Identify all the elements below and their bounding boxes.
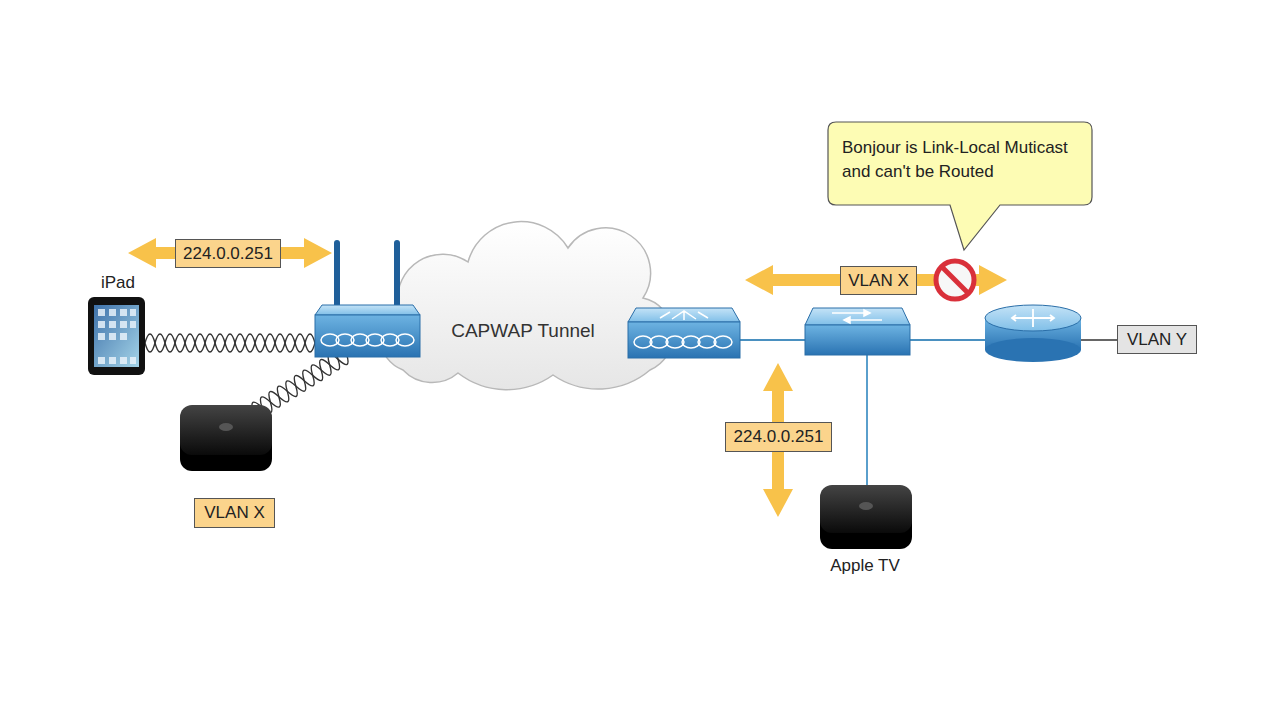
node-text: VLAN Y bbox=[1127, 329, 1187, 351]
device-name: iPad bbox=[58, 272, 178, 294]
switch-icon-part-part bbox=[832, 312, 866, 314]
ipad-icon-part-part bbox=[98, 309, 105, 316]
vlan-label: VLAN Y bbox=[1117, 325, 1197, 354]
multicast-arrow-part bbox=[128, 238, 332, 268]
controller-icon-part-part bbox=[660, 311, 708, 320]
switch-icon-part bbox=[805, 308, 910, 325]
ethernet-wire-part bbox=[740, 339, 805, 341]
address-label: 224.0.0.251 bbox=[175, 239, 281, 268]
wireless-link-part bbox=[145, 334, 315, 352]
switch-icon-part bbox=[832, 310, 882, 323]
access-point-icon-part-part bbox=[396, 334, 414, 346]
access-point-icon-part bbox=[394, 240, 400, 312]
ipad-icon-part-part bbox=[120, 309, 127, 316]
ipad-icon-part bbox=[98, 309, 136, 364]
ethernet-wire-part bbox=[910, 339, 985, 341]
wireless-link-part bbox=[145, 334, 315, 352]
switch-icon-part-part bbox=[844, 317, 850, 323]
switch-icon-part-part bbox=[848, 319, 882, 321]
apple-tv-icon bbox=[180, 405, 272, 471]
node-text: Bonjour is Link-Local Muticast and can't… bbox=[842, 136, 1088, 184]
device-name: Apple TV bbox=[795, 555, 935, 577]
controller-icon bbox=[628, 308, 740, 358]
controller-icon-part bbox=[628, 322, 740, 358]
router-icon bbox=[985, 305, 1081, 362]
ipad-icon-part-part bbox=[109, 357, 116, 364]
callout-outline bbox=[828, 122, 1092, 250]
blocked-symbol bbox=[936, 261, 974, 299]
apple-tv-icon-part bbox=[219, 423, 233, 431]
vlan-label: VLAN X bbox=[194, 498, 275, 528]
cloud-outline bbox=[380, 222, 673, 390]
node-text: VLAN X bbox=[204, 502, 264, 524]
ipad-icon-part-part bbox=[98, 321, 105, 328]
apple-tv-icon bbox=[820, 485, 912, 549]
router-icon-part bbox=[985, 305, 1081, 331]
apple-tv-icon-part bbox=[180, 405, 272, 455]
ipad-icon-part-part bbox=[98, 357, 105, 364]
ipad-icon-part-part bbox=[120, 333, 127, 340]
ipad-icon-part-part bbox=[120, 357, 127, 364]
router-icon-part-part bbox=[1012, 309, 1054, 327]
ipad-icon-part bbox=[94, 305, 139, 367]
controller-icon-part bbox=[628, 308, 740, 322]
blocked-symbol-part bbox=[936, 261, 974, 299]
controller-icon-part bbox=[634, 311, 732, 348]
ethernet-wire bbox=[740, 340, 1117, 488]
router-icon-part-part bbox=[1012, 315, 1054, 321]
ipad-icon-part-part bbox=[130, 357, 136, 364]
ipad-icon-part-part bbox=[98, 333, 105, 340]
callout-note: Bonjour is Link-Local Muticast and can't… bbox=[828, 122, 1092, 205]
apple-tv-icon-part bbox=[859, 502, 873, 510]
ipad-icon-part-part bbox=[109, 321, 116, 328]
apple-tv-icon-part bbox=[820, 485, 912, 533]
blocked-symbol-part bbox=[942, 267, 968, 293]
switch-icon bbox=[805, 308, 910, 355]
node-text: 224.0.0.251 bbox=[734, 426, 824, 448]
address-label: 224.0.0.251 bbox=[725, 422, 832, 452]
switch-icon-part bbox=[805, 325, 910, 355]
ipad-icon-part-part bbox=[130, 309, 136, 316]
ethernet-wire-part bbox=[1081, 339, 1117, 341]
ipad-icon bbox=[88, 297, 145, 375]
router-icon-part bbox=[985, 338, 1081, 362]
controller-icon-part-part bbox=[714, 336, 732, 348]
ipad-icon-part bbox=[88, 297, 145, 375]
switch-icon-part-part bbox=[864, 310, 870, 316]
access-point-icon-part bbox=[321, 334, 414, 346]
vlan-label: VLAN X bbox=[840, 266, 917, 295]
ethernet-wire-part bbox=[866, 355, 868, 488]
node-text: VLAN X bbox=[848, 270, 908, 292]
access-point-icon-part bbox=[315, 315, 420, 357]
access-point-icon-part bbox=[315, 305, 420, 315]
ipad-icon-part-part bbox=[109, 333, 116, 340]
router-icon-part bbox=[1012, 309, 1054, 327]
ipad-icon-part-part bbox=[130, 321, 136, 328]
ipad-icon-part-part bbox=[120, 321, 127, 328]
ipad-icon-part-part bbox=[109, 309, 116, 316]
node-text: 224.0.0.251 bbox=[183, 243, 273, 265]
access-point-icon-part bbox=[334, 240, 340, 312]
